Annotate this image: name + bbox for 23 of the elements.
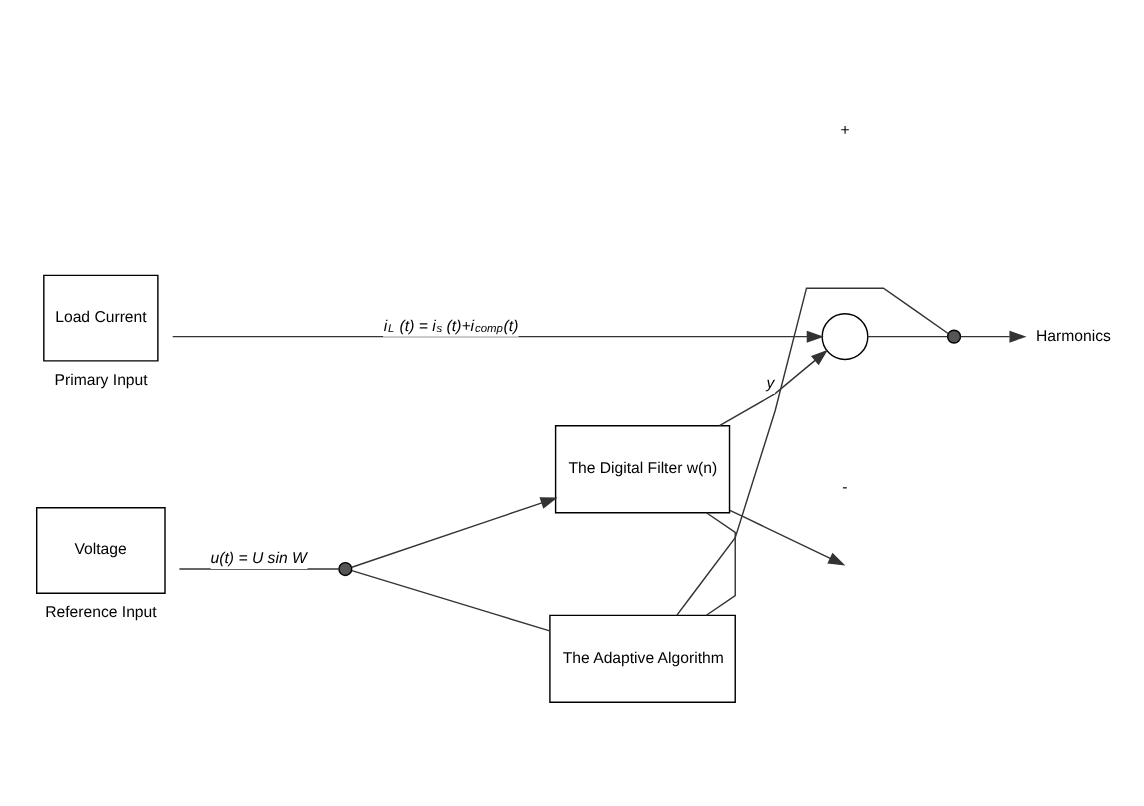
arrow <box>351 496 558 567</box>
node-circle <box>946 328 962 343</box>
node-text: Harmonics <box>1036 325 1111 344</box>
node-box: The Digital Filter w(n) <box>554 424 731 513</box>
node-circle <box>338 560 353 576</box>
connector <box>867 334 949 337</box>
edge-label: y <box>766 372 775 391</box>
node-box: Voltage <box>36 506 166 593</box>
connector <box>178 567 340 569</box>
edge-label: u(t) = U sin W <box>210 548 307 567</box>
arrow <box>729 508 846 565</box>
connector <box>351 568 551 631</box>
label: - <box>842 476 848 495</box>
label: + <box>840 120 850 139</box>
node-box: Load Current <box>43 273 159 361</box>
arrow <box>959 329 1027 342</box>
node-circle <box>821 312 869 360</box>
node-label: Primary Input <box>54 369 148 388</box>
connector <box>676 286 949 615</box>
arrow <box>718 348 828 426</box>
connector <box>705 511 736 615</box>
node-label: Reference Input <box>45 602 157 621</box>
node-box: The Adaptive Algorithm <box>549 613 736 702</box>
